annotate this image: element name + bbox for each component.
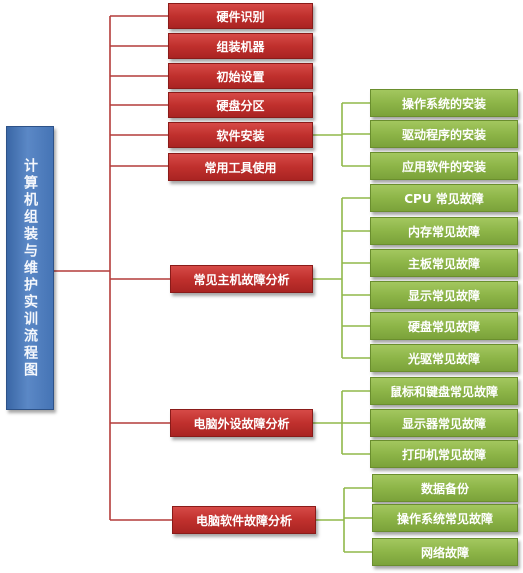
branch-assemble-machine: 组装机器 bbox=[168, 33, 313, 59]
leaf-data-backup: 数据备份 bbox=[372, 474, 518, 502]
leaf-network-fault: 网络故障 bbox=[372, 538, 518, 566]
leaf-harddisk-fault: 硬盘常见故障 bbox=[370, 312, 518, 340]
branch-common-tools: 常用工具使用 bbox=[168, 153, 313, 181]
leaf-os-fault: 操作系统常见故障 bbox=[372, 504, 518, 532]
leaf-optical-drive-fault: 光驱常见故障 bbox=[370, 344, 518, 372]
branch-disk-partition: 硬盘分区 bbox=[168, 92, 313, 118]
branch-initial-setup: 初始设置 bbox=[168, 63, 313, 89]
branch-host-fault-analysis: 常见主机故障分析 bbox=[170, 265, 313, 293]
leaf-cpu-fault: CPU 常见故障 bbox=[370, 184, 518, 212]
root-title-text: 计算机组装与维护实训流程图 bbox=[22, 157, 38, 379]
branch-hardware-identification: 硬件识别 bbox=[168, 3, 313, 29]
leaf-printer-fault: 打印机常见故障 bbox=[370, 440, 518, 468]
branch-software-install: 软件安装 bbox=[168, 122, 313, 148]
leaf-app-install: 应用软件的安装 bbox=[370, 152, 518, 180]
branch-peripheral-fault-analysis: 电脑外设故障分析 bbox=[170, 409, 313, 437]
leaf-memory-fault: 内存常见故障 bbox=[370, 217, 518, 245]
branch-software-fault-analysis: 电脑软件故障分析 bbox=[172, 506, 316, 534]
root-node-title: 计算机组装与维护实训流程图 bbox=[6, 126, 54, 410]
leaf-os-install: 操作系统的安装 bbox=[370, 89, 518, 117]
leaf-display-fault: 显示常见故障 bbox=[370, 281, 518, 309]
leaf-mouse-keyboard-fault: 鼠标和键盘常见故障 bbox=[370, 377, 518, 405]
leaf-motherboard-fault: 主板常见故障 bbox=[370, 249, 518, 277]
leaf-driver-install: 驱动程序的安装 bbox=[370, 120, 518, 148]
leaf-monitor-fault: 显示器常见故障 bbox=[370, 409, 518, 437]
